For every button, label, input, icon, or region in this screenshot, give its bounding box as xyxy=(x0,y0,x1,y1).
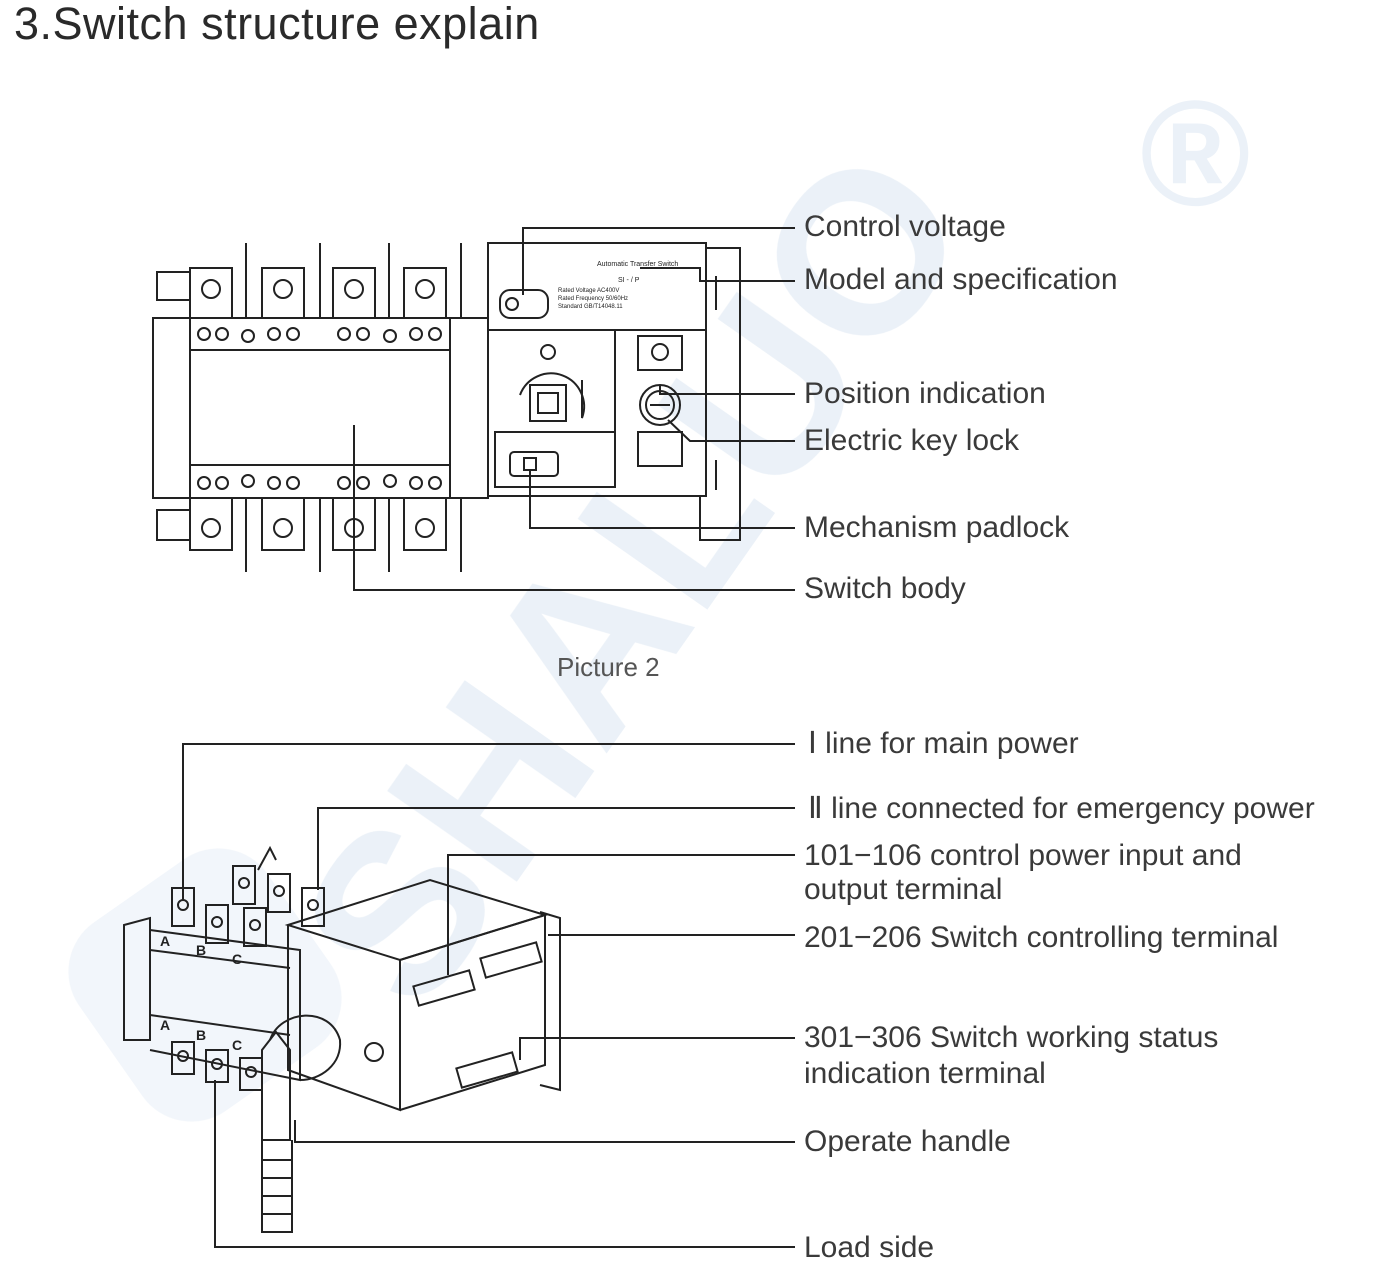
lower-terminals xyxy=(156,497,462,572)
upper-terminals xyxy=(156,243,462,319)
nameplate-row-2: Rated Frequency 50/60Hz xyxy=(558,296,628,302)
label-line-emergency-power: Ⅱ line connected for emergency power xyxy=(808,792,1315,825)
nameplate-heading: Automatic Transfer Switch xyxy=(597,261,678,268)
top-leader-lines xyxy=(353,227,795,591)
watermark-registered-mark: ® xyxy=(1140,69,1251,237)
switch-front-view: Automatic Transfer Switch SI - / P Rated… xyxy=(152,242,741,572)
watermark: SHALUO ® xyxy=(68,69,1251,1122)
upper-screws xyxy=(197,327,442,343)
phase-letter-c-bottom: C xyxy=(232,1037,242,1053)
label-line-main-power: Ⅰ line for main power xyxy=(808,727,1079,760)
label-working-status-line2: indication terminal xyxy=(804,1057,1046,1090)
switch-perspective-view xyxy=(123,845,561,1233)
phase-letter-b-bottom: B xyxy=(196,1027,206,1043)
label-switch-controlling-terminal: 201−206 Switch controlling terminal xyxy=(804,921,1279,954)
label-control-power-terminal-line2: output terminal xyxy=(804,873,1003,906)
lower-screws xyxy=(197,474,442,490)
nameplate-row-3: Standard GB/T14048.11 xyxy=(558,304,623,310)
nameplate-model: SI - / P xyxy=(618,277,640,284)
label-mechanism-padlock: Mechanism padlock xyxy=(804,511,1070,544)
picture-caption: Picture 2 xyxy=(557,652,660,682)
label-electric-key-lock: Electric key lock xyxy=(804,424,1020,457)
label-control-power-terminal-line1: 101−106 control power input and xyxy=(804,839,1242,872)
page-title: 3.Switch structure explain xyxy=(14,0,540,49)
nameplate: Automatic Transfer Switch SI - / P Rated… xyxy=(558,261,678,310)
label-position-indication: Position indication xyxy=(804,377,1046,410)
phase-letters: A B C A B C xyxy=(160,933,242,1053)
controller-box xyxy=(487,242,741,541)
label-operate-handle: Operate handle xyxy=(804,1125,1011,1158)
nameplate-row-1: Rated Voltage AC400V xyxy=(558,288,619,294)
label-working-status-line1: 301−306 Switch working status xyxy=(804,1021,1219,1054)
label-switch-body: Switch body xyxy=(804,572,966,605)
phase-letter-c-top: C xyxy=(232,951,242,967)
label-model-specification: Model and specification xyxy=(804,263,1118,296)
label-control-voltage: Control voltage xyxy=(804,210,1006,243)
phase-letter-b-top: B xyxy=(196,942,206,958)
label-load-side: Load side xyxy=(804,1231,935,1264)
phase-letter-a-top: A xyxy=(160,933,170,949)
bottom-leader-lines xyxy=(182,743,795,1248)
phase-letter-a-bottom: A xyxy=(160,1017,170,1033)
